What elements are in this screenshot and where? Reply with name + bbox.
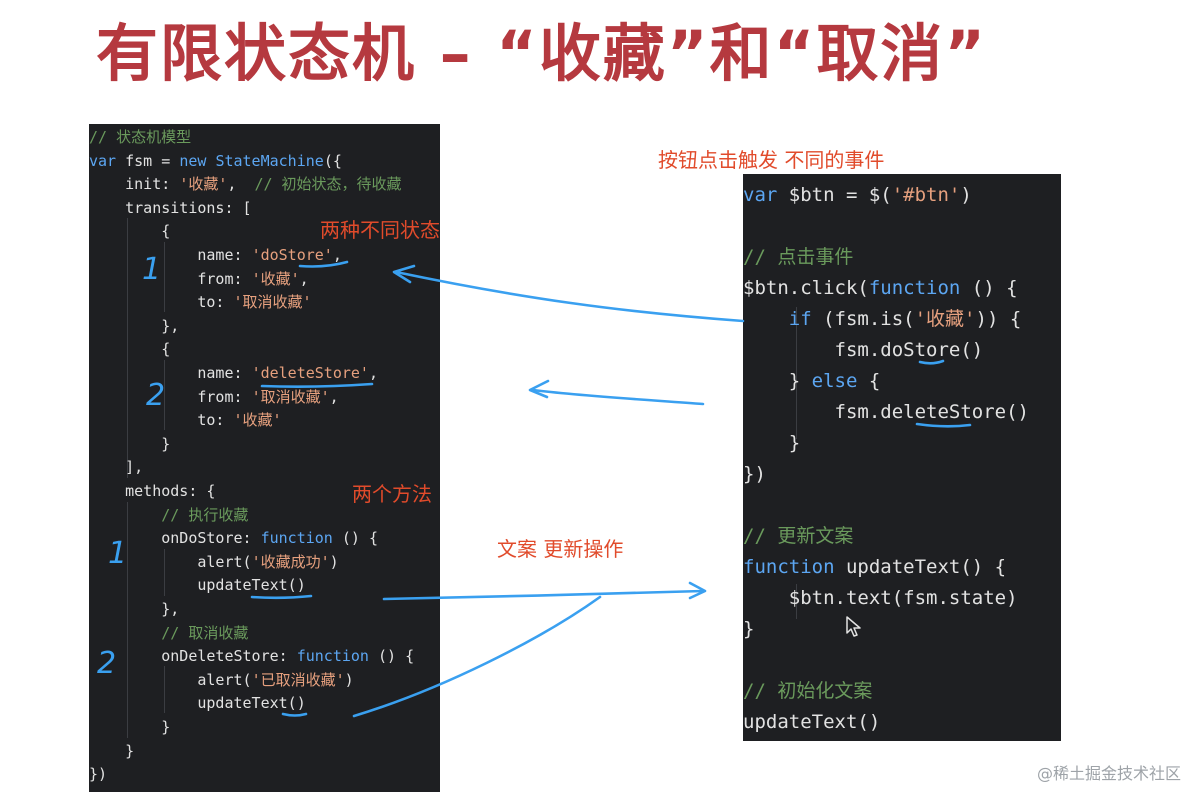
code-line: alert('收藏成功') [89,552,339,571]
code-line: $btn.click(function () { [743,277,1018,299]
code-line: alert('已取消收藏') [89,670,354,689]
code-line: }, [89,600,180,618]
code-line: } [89,741,135,760]
arrow-to-dostore [394,270,745,323]
code-line: name: 'doStore', [89,246,342,264]
code-line: init: '收藏', // 初始状态，待收藏 [89,175,402,194]
code-line: } [89,434,171,453]
handwritten-number: 2 [146,378,166,413]
code-line: updateText() [89,694,306,713]
code-line: updateText() [89,576,306,595]
code-line: }, [89,316,180,335]
indent-guide [164,360,165,430]
indent-guide [164,242,165,312]
indent-guide [164,549,165,596]
code-line: fsm.deleteStore() [743,401,1029,423]
code-line: transitions: [ [89,198,252,217]
handwritten-number: 1 [108,536,128,571]
code-line: // 点击事件 [743,246,854,268]
button-code-panel: var $btn = $('#btn') // 点击事件 $btn.click(… [743,174,1061,741]
code-line: onDoStore: function () { [89,529,378,548]
indent-guide [796,307,797,439]
code-line: // 状态机模型 [89,128,192,146]
code-line: }) [743,463,766,485]
annotation-button-events: 按钮点击触发 不同的事件 [658,148,885,172]
code-line: ], [89,458,144,477]
code-line: $btn.text(fsm.state) [743,587,1018,609]
code-line: } [89,718,171,736]
code-line: if (fsm.is('收藏')) { [788,308,1022,330]
code-line: from: '取消收藏', [89,387,339,406]
watermark: @稀土掘金技术社区 [1036,764,1181,783]
code-line: to: '取消收藏' [89,293,312,312]
indent-guide [127,502,128,738]
annotation-two-methods: 两个方法 [352,482,432,506]
code-line: fsm.doStore() [743,339,984,361]
code-line: var fsm = new StateMachine({ [89,151,342,170]
code-line: from: '收藏', [89,269,309,288]
code-line: { [89,340,171,359]
indent-guide [796,584,797,619]
indent-guide [127,218,128,478]
code-line: // 取消收藏 [89,623,249,642]
annotation-update-text: 文案 更新操作 [497,537,624,561]
indent-guide [164,666,165,713]
handwritten-number: 1 [142,252,162,287]
code-line: name: 'deleteStore', [89,364,378,382]
code-line: } [743,618,755,640]
arrow-to-deletestore [531,388,705,406]
code-line: } else { [743,370,881,392]
code-line: // 更新文案 [743,525,854,547]
code-line: { [89,222,171,241]
code-line: to: '收藏' [89,411,282,430]
arrowhead-updatetext [688,581,707,600]
mouse-cursor-icon [845,615,863,643]
code-line: }) [89,765,108,784]
code-line: function updateText() { [743,556,1007,578]
state-machine-code-panel: // 状态机模型 var fsm = new StateMachine({ in… [89,124,440,792]
arrowhead-deletestore [528,379,550,399]
code-line: updateText() [743,711,881,733]
handwritten-number: 2 [97,646,117,681]
code-line: // 初始化文案 [743,680,873,702]
code-line: methods: { [89,482,216,500]
code-line: // 执行收藏 [89,505,249,524]
annotation-two-states: 两种不同状态 [320,218,440,242]
code-line: onDeleteStore: function () { [89,647,415,666]
code-line: var $btn = $('#btn') [743,184,972,206]
slide-title: 有限状态机 – “收藏”和“取消” [96,17,988,90]
code-line: } [743,432,801,454]
